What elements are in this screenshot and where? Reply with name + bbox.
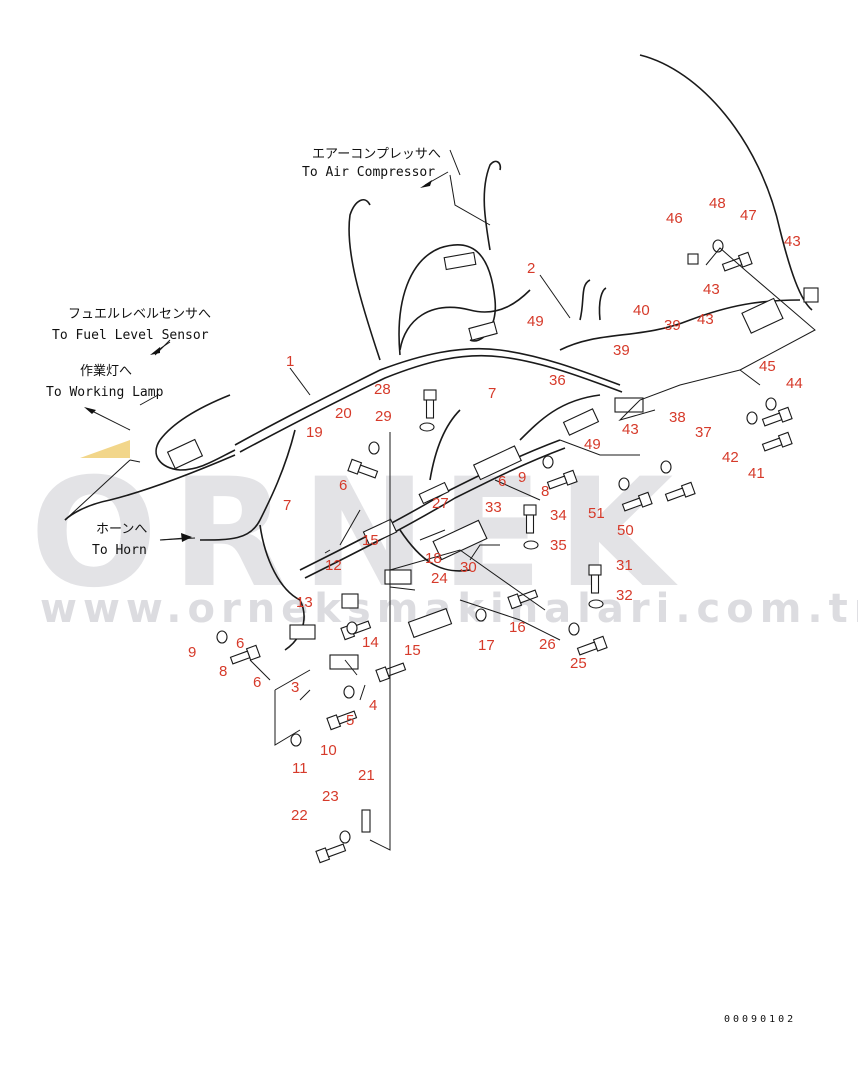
callout-50: 50 — [617, 522, 634, 539]
callout-15b: 15 — [404, 642, 421, 659]
drawing-code: 00090102 — [724, 1014, 796, 1025]
callout-33: 33 — [485, 499, 502, 516]
callout-21: 21 — [358, 767, 375, 784]
callout-25: 25 — [570, 655, 587, 672]
callout-39b: 39 — [613, 342, 630, 359]
callout-43c: 43 — [697, 311, 714, 328]
callout-41: 41 — [748, 465, 765, 482]
callout-12: 12 — [325, 557, 342, 574]
callout-28: 28 — [374, 381, 391, 398]
callout-8a: 8 — [541, 483, 549, 500]
callout-11: 11 — [292, 760, 308, 777]
direction-arrows — [84, 171, 449, 542]
callout-10: 10 — [320, 742, 337, 759]
callout-13: 13 — [296, 594, 313, 611]
label-air-compressor-jp: エアーコンプレッサへ — [312, 147, 441, 162]
callout-36: 36 — [549, 372, 566, 389]
callout-43b: 43 — [703, 281, 720, 298]
label-working-lamp-jp: 作業灯へ — [80, 363, 132, 379]
callout-30: 30 — [460, 559, 477, 576]
callout-24: 24 — [431, 570, 448, 587]
callout-15a: 15 — [362, 532, 379, 549]
callout-1: 1 — [286, 353, 294, 370]
callout-38: 38 — [669, 409, 686, 426]
callout-8b: 8 — [219, 663, 227, 680]
label-fuel-level-en: To Fuel Level Sensor — [52, 328, 209, 343]
callout-47: 47 — [740, 207, 757, 224]
callout-34: 34 — [550, 507, 567, 524]
callout-9a: 9 — [518, 469, 526, 486]
label-working-lamp-en: To Working Lamp — [46, 385, 164, 400]
callout-9b: 9 — [188, 644, 196, 661]
bolts-washers — [216, 239, 793, 864]
callout-46: 46 — [666, 210, 683, 227]
callout-6b: 6 — [498, 473, 506, 490]
callout-4: 4 — [369, 697, 377, 714]
callout-51: 51 — [588, 505, 605, 522]
callout-7a: 7 — [488, 385, 496, 402]
callout-19: 19 — [306, 424, 323, 441]
callout-6a: 6 — [339, 477, 347, 494]
callout-20: 20 — [335, 405, 352, 422]
label-air-compressor-en: To Air Compressor — [302, 165, 435, 180]
callout-6d: 6 — [253, 674, 261, 691]
callout-48: 48 — [709, 195, 726, 212]
label-horn-jp: ホーンへ — [96, 522, 147, 537]
callout-7b: 7 — [283, 497, 291, 514]
callout-35: 35 — [550, 537, 567, 554]
callout-32: 32 — [616, 587, 633, 604]
label-fuel-level-jp: フュエルレベルセンサへ — [68, 307, 211, 322]
callout-43a: 43 — [784, 233, 801, 250]
callout-37: 37 — [695, 424, 712, 441]
watermark-logo-accent — [80, 440, 130, 458]
callout-43d: 43 — [622, 421, 639, 438]
callout-6c: 6 — [236, 635, 244, 652]
callout-23: 23 — [322, 788, 339, 805]
callout-40: 40 — [633, 302, 650, 319]
callout-44: 44 — [786, 375, 803, 392]
callout-49b: 49 — [584, 436, 601, 453]
harness-components — [166, 251, 819, 670]
callout-49a: 49 — [527, 313, 544, 330]
leader-lines — [64, 149, 816, 851]
callout-42: 42 — [722, 449, 739, 466]
callout-2: 2 — [527, 260, 535, 277]
callout-22: 22 — [291, 807, 308, 824]
callout-31: 31 — [616, 557, 633, 574]
callout-39a: 39 — [664, 317, 681, 334]
callout-16: 16 — [509, 619, 526, 636]
callout-45: 45 — [759, 358, 776, 375]
callout-3: 3 — [291, 679, 299, 696]
destination-labels: エアーコンプレッサへ To Air Compressor フュエルレベルセンサへ… — [46, 147, 441, 558]
callout-18: 18 — [425, 550, 442, 567]
callout-29: 29 — [375, 408, 392, 425]
callout-5: 5 — [346, 712, 354, 729]
callout-17: 17 — [478, 637, 495, 654]
callout-14: 14 — [362, 634, 379, 651]
label-horn-en: To Horn — [92, 543, 147, 558]
callout-26: 26 — [539, 636, 556, 653]
part-callouts: 1 2 3 4 5 6 6 6 6 6 7 7 8 8 9 9 10 11 12… — [188, 195, 803, 824]
callout-27: 27 — [432, 495, 449, 512]
